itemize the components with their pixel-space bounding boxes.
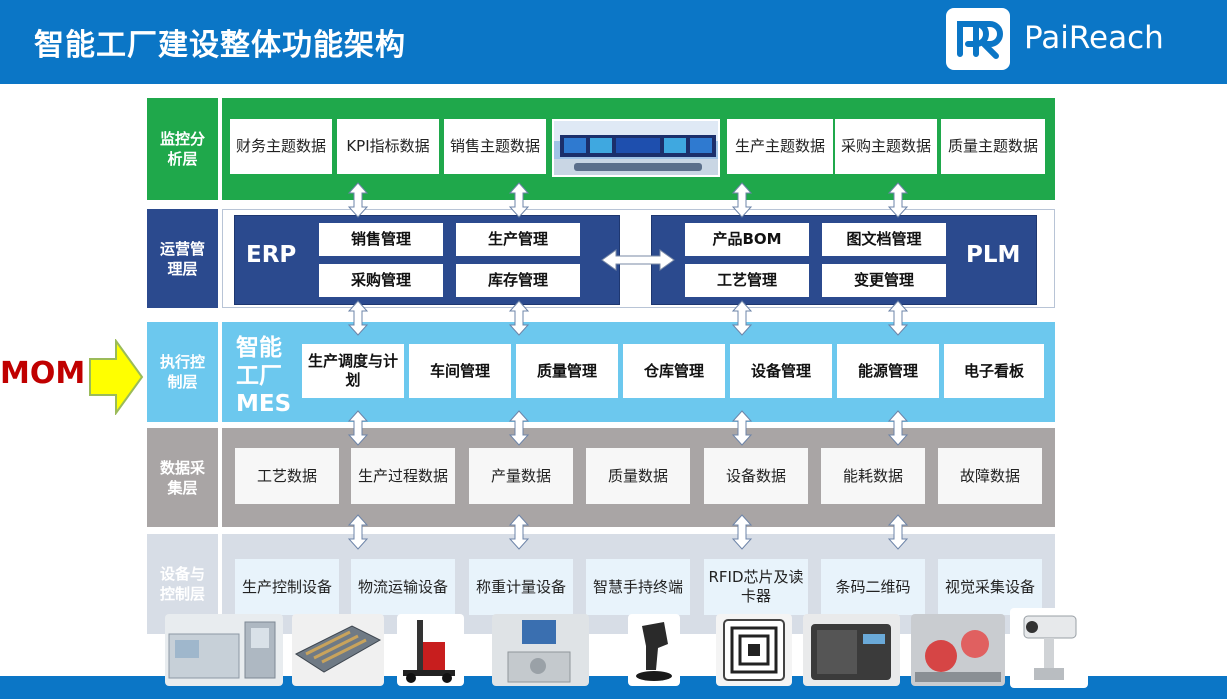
plm-item-bom: 产品BOM xyxy=(685,223,809,256)
arrow-monitor-ops-2-icon xyxy=(509,182,529,218)
arrow-monitor-ops-1-icon xyxy=(348,182,368,218)
mom-label: MOM xyxy=(0,356,86,391)
erp-item-purchase: 采购管理 xyxy=(319,264,443,297)
erp-item-production: 生产管理 xyxy=(456,223,580,256)
mes-box-energy: 能源管理 xyxy=(837,344,939,398)
vision-inspection-image xyxy=(911,614,1005,686)
device-box-barcode: 条码二维码 xyxy=(821,559,925,615)
brand-name: PaiReach xyxy=(1024,20,1164,56)
erp-item-sales: 销售管理 xyxy=(319,223,443,256)
device-box-weighing: 称重计量设备 xyxy=(469,559,573,615)
plm-item-documents: 图文档管理 xyxy=(822,223,946,256)
weighing-station-image xyxy=(492,614,589,686)
arrow-ops-exec-4-icon xyxy=(888,300,908,336)
scanner-image xyxy=(628,614,680,686)
mes-box-warehouse: 仓库管理 xyxy=(623,344,725,398)
arrow-data-device-3-icon xyxy=(732,514,752,550)
layer-label-monitor: 监控分析层 xyxy=(147,98,218,200)
mes-box-workshop: 车间管理 xyxy=(409,344,511,398)
erp-plm-arrow-icon xyxy=(601,249,675,271)
paireach-logo-icon xyxy=(946,8,1010,70)
mes-box-quality: 质量管理 xyxy=(516,344,618,398)
arrow-ops-exec-1-icon xyxy=(348,300,368,336)
data-box-quality: 质量数据 xyxy=(586,448,690,504)
arrow-exec-data-1-icon xyxy=(348,410,368,446)
erp-item-inventory: 库存管理 xyxy=(456,264,580,297)
forklift-image xyxy=(397,614,464,686)
arrow-exec-data-3-icon xyxy=(732,410,752,446)
device-box-rfid: RFID芯片及读卡器 xyxy=(704,559,808,615)
data-box-fault: 故障数据 xyxy=(938,448,1042,504)
device-box-control: 生产控制设备 xyxy=(235,559,339,615)
data-box-process: 工艺数据 xyxy=(235,448,339,504)
arrow-data-device-2-icon xyxy=(509,514,529,550)
mom-arrow-icon xyxy=(89,339,144,415)
arrow-exec-data-4-icon xyxy=(888,410,908,446)
camera-image xyxy=(1010,608,1088,688)
plm-item-process: 工艺管理 xyxy=(685,264,809,297)
arrow-data-device-4-icon xyxy=(888,514,908,550)
monitor-box-quality: 质量主题数据 xyxy=(941,119,1045,174)
erp-title: ERP xyxy=(246,242,297,268)
mes-box-scheduling: 生产调度与计划 xyxy=(302,344,404,398)
layer-label-operations: 运营管理层 xyxy=(147,209,218,308)
data-box-output: 产量数据 xyxy=(469,448,573,504)
arrow-exec-data-2-icon xyxy=(509,410,529,446)
mes-box-equipment: 设备管理 xyxy=(730,344,832,398)
injection-machine-image xyxy=(165,614,283,686)
arrow-monitor-ops-4-icon xyxy=(888,182,908,218)
monitor-box-purchase: 采购主题数据 xyxy=(835,119,937,174)
label-printer-image xyxy=(803,614,900,686)
plm-item-change: 变更管理 xyxy=(822,264,946,297)
mes-title: 智能工厂MES xyxy=(236,335,292,417)
arrow-ops-exec-3-icon xyxy=(732,300,752,336)
monitor-box-finance: 财务主题数据 xyxy=(230,119,332,174)
monitor-box-kpi: KPI指标数据 xyxy=(337,119,439,174)
conveyor-image xyxy=(292,614,384,686)
rfid-card-image xyxy=(716,614,792,686)
page-title: 智能工厂建设整体功能架构 xyxy=(34,28,406,63)
monitor-box-sales: 销售主题数据 xyxy=(444,119,546,174)
control-room-image xyxy=(552,119,720,177)
data-box-production-process: 生产过程数据 xyxy=(351,448,455,504)
header-bar: 智能工厂建设整体功能架构 PaiReach xyxy=(0,0,1227,84)
device-box-logistics: 物流运输设备 xyxy=(351,559,455,615)
data-box-equipment: 设备数据 xyxy=(704,448,808,504)
monitor-box-production: 生产主题数据 xyxy=(727,119,833,174)
device-box-handheld: 智慧手持终端 xyxy=(586,559,690,615)
layer-label-execution: 执行控制层 xyxy=(147,322,218,422)
mes-box-kanban: 电子看板 xyxy=(944,344,1044,398)
arrow-ops-exec-2-icon xyxy=(509,300,529,336)
data-box-energy: 能耗数据 xyxy=(821,448,925,504)
arrow-data-device-1-icon xyxy=(348,514,368,550)
layer-label-data: 数据采集层 xyxy=(147,428,218,527)
plm-title: PLM xyxy=(966,242,1021,268)
arrow-monitor-ops-3-icon xyxy=(732,182,752,218)
device-box-vision: 视觉采集设备 xyxy=(938,559,1042,615)
